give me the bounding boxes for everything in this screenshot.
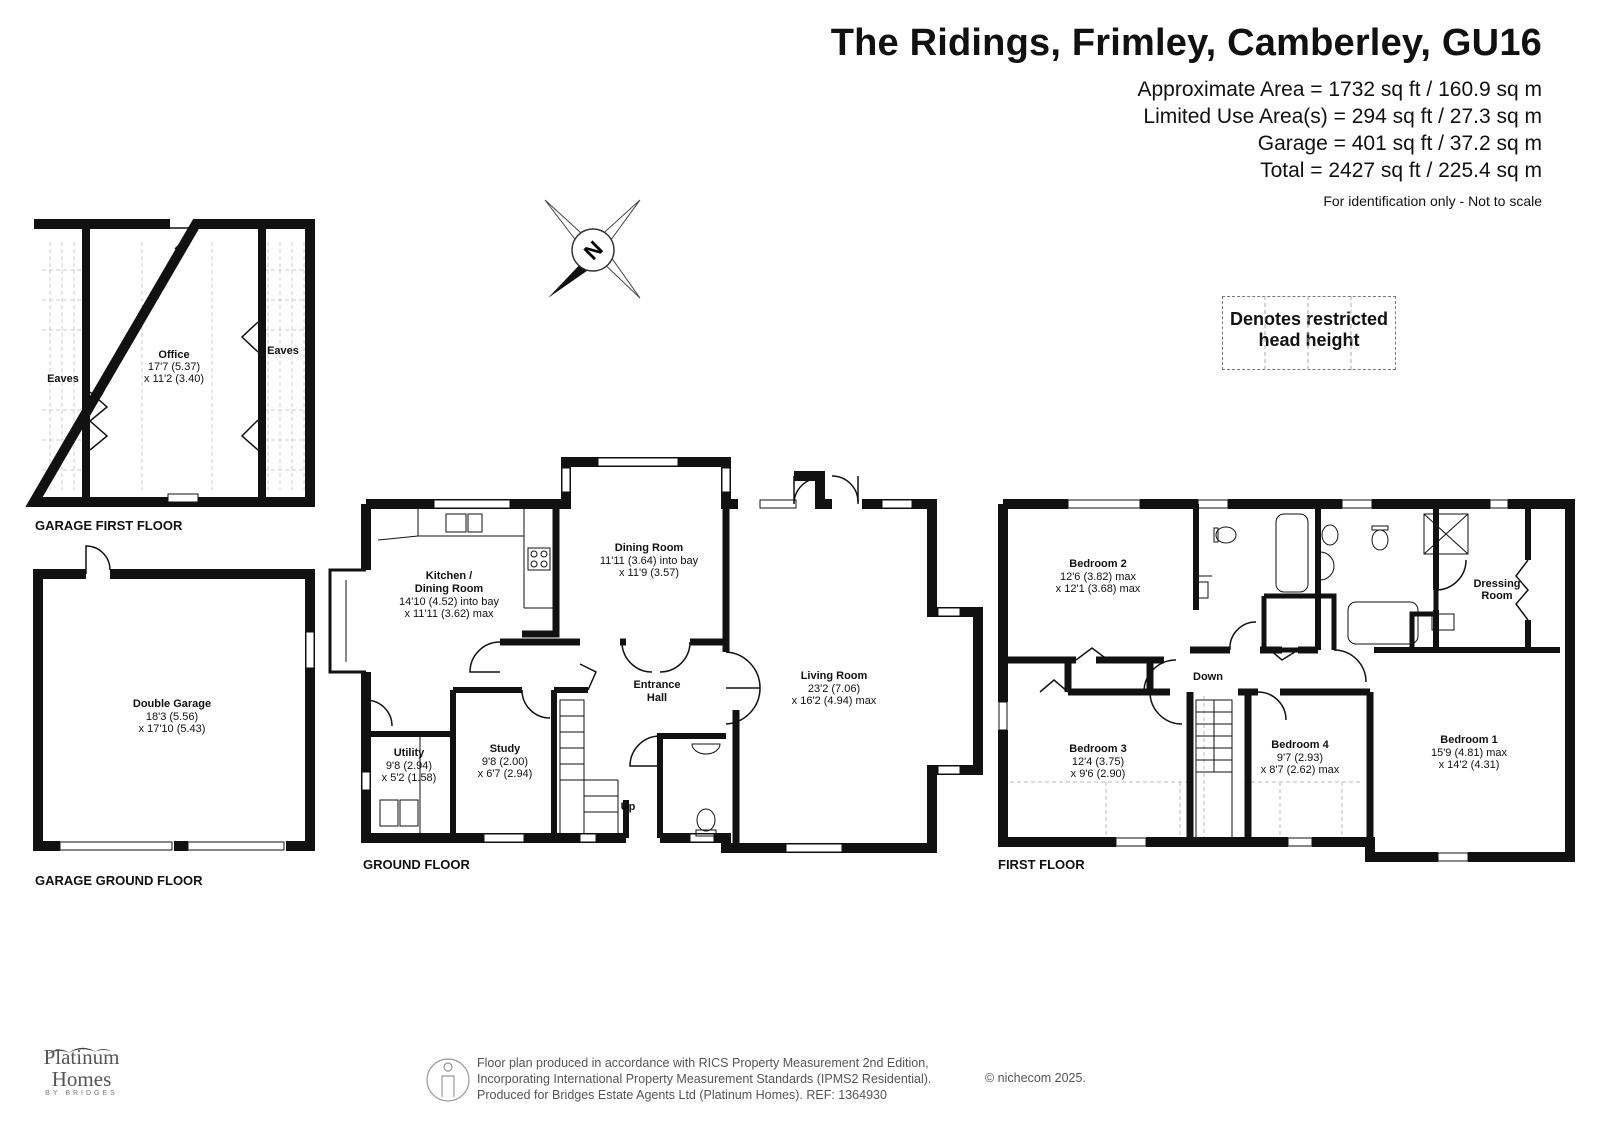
person-icon <box>426 1058 470 1102</box>
garage-first-floor-plan <box>25 219 315 507</box>
first-floor-plan <box>998 499 1575 862</box>
study-label: Study <box>490 743 521 755</box>
garage-ground-floor-label: GARAGE GROUND FLOOR <box>35 873 203 888</box>
legend-line-2: head height <box>1258 330 1360 350</box>
dining-dim-2: x 11'9 (3.57) <box>619 567 679 579</box>
stairs-down-label: Down <box>1193 671 1223 683</box>
stairs-up-label: Up <box>621 801 636 813</box>
office-dim-2: x 11'2 (3.40) <box>144 373 204 385</box>
brand-name-1: Platinum <box>43 1045 120 1069</box>
brand-tagline: BY BRIDGES <box>45 1090 118 1097</box>
restricted-height-legend: Denotes restricted head height <box>1222 296 1396 370</box>
bedroom-1-label: Bedroom 1 <box>1440 734 1497 746</box>
study-dim-2: x 6'7 (2.94) <box>478 768 533 780</box>
dressing-room-label-1: Dressing <box>1473 578 1520 590</box>
bedroom-1-dim-2: x 14'2 (4.31) <box>1439 759 1500 771</box>
bedroom-2-dim-1: 12'6 (3.82) max <box>1060 571 1137 583</box>
living-room-label: Living Room <box>801 670 868 682</box>
study-dim-1: 9'8 (2.00) <box>482 756 528 768</box>
approximate-area: Approximate Area = 1732 sq ft / 160.9 sq… <box>1137 78 1543 101</box>
bedroom-2-label: Bedroom 2 <box>1069 558 1126 570</box>
legend-line-1: Denotes restricted <box>1229 309 1389 329</box>
limited-use-area: Limited Use Area(s) = 294 sq ft / 27.3 s… <box>1143 105 1542 128</box>
eaves-left-label: Eaves <box>47 373 79 385</box>
copyright: © nichecom 2025. <box>985 1071 1086 1085</box>
bedroom-4-dim-2: x 8'7 (2.62) max <box>1261 764 1340 776</box>
living-dim-1: 23'2 (7.06) <box>808 683 860 695</box>
double-garage-label: Double Garage <box>133 698 211 710</box>
footer-line-3: Produced for Bridges Estate Agents Ltd (… <box>477 1088 887 1102</box>
identification-note: For identification only - Not to scale <box>1323 193 1542 209</box>
brand-name-2: Homes <box>51 1067 112 1091</box>
garage-area: Garage = 401 sq ft / 37.2 sq m <box>1257 132 1542 155</box>
utility-dim-1: 9'8 (2.94) <box>386 760 432 772</box>
garage-dim-2: x 17'10 (5.43) <box>139 723 206 735</box>
kitchen-dim-2: x 11'11 (3.62) max <box>404 608 494 620</box>
entrance-hall-label-2: Hall <box>647 692 667 704</box>
first-floor-label: FIRST FLOOR <box>998 857 1085 872</box>
utility-label: Utility <box>394 747 425 759</box>
dressing-room-label-2: Room <box>1481 590 1512 602</box>
entrance-hall-label-1: Entrance <box>633 679 680 691</box>
eaves-right-label: Eaves <box>267 345 299 357</box>
garage-first-floor-label: GARAGE FIRST FLOOR <box>35 518 183 533</box>
ground-floor-label: GROUND FLOOR <box>363 857 470 872</box>
brand-logo: Platinum Homes BY BRIDGES <box>34 1046 129 1097</box>
total-area: Total = 2427 sq ft / 225.4 sq m <box>1260 159 1542 182</box>
footer-line-1: Floor plan produced in accordance with R… <box>477 1056 929 1070</box>
footer-disclaimer: Floor plan produced in accordance with R… <box>477 1055 931 1103</box>
office-label: Office <box>158 349 189 361</box>
bedroom-1-dim-1: 15'9 (4.81) max <box>1431 747 1508 759</box>
bedroom-2-dim-2: x 12'1 (3.68) max <box>1056 583 1141 595</box>
bedroom-3-dim-2: x 9'6 (2.90) <box>1071 768 1126 780</box>
bedroom-3-dim-1: 12'4 (3.75) <box>1072 756 1124 768</box>
garage-ground-floor-plan <box>33 545 315 851</box>
footer-line-2: Incorporating International Property Mea… <box>477 1072 932 1086</box>
kitchen-label-1: Kitchen / <box>426 570 472 582</box>
page-title: The Ridings, Frimley, Camberley, GU16 <box>830 22 1542 64</box>
dining-dim-1: 11'11 (3.64) into bay <box>600 555 699 567</box>
area-summary: Approximate Area = 1732 sq ft / 160.9 sq… <box>1138 76 1543 184</box>
kitchen-label-2: Dining Room <box>415 583 484 595</box>
utility-dim-2: x 5'2 (1.58) <box>382 772 437 784</box>
bedroom-3-label: Bedroom 3 <box>1069 743 1126 755</box>
compass-icon: N <box>544 199 641 299</box>
living-dim-2: x 16'2 (4.94) max <box>792 695 877 707</box>
kitchen-dim-1: 14'10 (4.52) into bay <box>399 596 499 608</box>
bedroom-4-dim-1: 9'7 (2.93) <box>1277 752 1323 764</box>
office-dim-1: 17'7 (5.37) <box>148 361 200 373</box>
brand-logo-icon <box>46 1047 112 1055</box>
garage-dim-1: 18'3 (5.56) <box>146 711 198 723</box>
ground-floor-plan <box>328 457 983 853</box>
dining-room-label: Dining Room <box>615 542 684 554</box>
legend-hatch <box>1264 296 1352 370</box>
bedroom-4-label: Bedroom 4 <box>1271 739 1329 751</box>
